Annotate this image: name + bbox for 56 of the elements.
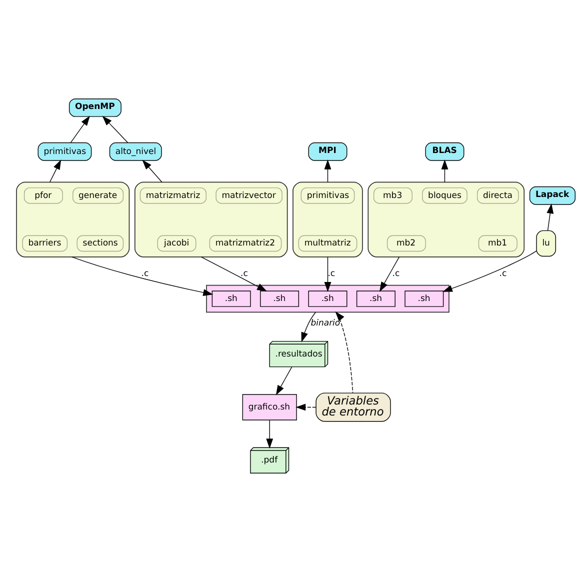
arrow	[266, 419, 274, 448]
arrow	[276, 366, 292, 395]
arrow	[200, 256, 267, 291]
node-box: sections	[76, 234, 124, 252]
arrow	[70, 115, 90, 143]
node-box: multmatriz	[298, 234, 358, 252]
node-box: mb1	[478, 234, 518, 252]
node-box: alto_nivel	[109, 142, 162, 160]
cluster	[292, 181, 363, 257]
node-box: barriers	[22, 234, 68, 252]
node-box: BLAS	[425, 142, 464, 160]
edge-label: .c	[328, 268, 336, 278]
arrow	[324, 159, 332, 182]
node-box: .sh	[308, 290, 348, 306]
node-box: generate	[72, 186, 124, 204]
node-box: MPI	[308, 142, 348, 160]
arrow	[102, 115, 128, 143]
node-box: Variables de entorno	[316, 392, 391, 422]
cluster	[16, 181, 130, 257]
node-box: OpenMP	[68, 98, 122, 116]
node-box: bloques	[422, 186, 468, 204]
node-box: matrizvector	[216, 186, 282, 204]
arrow	[324, 256, 332, 292]
cluster	[368, 181, 525, 257]
node-box: lu	[536, 230, 556, 256]
node-box: pfor	[24, 186, 63, 204]
arrow	[441, 159, 448, 182]
edge-label: .c	[392, 268, 400, 278]
arrow	[301, 311, 316, 342]
node-box: mb2	[386, 234, 426, 252]
edge-label: .c	[240, 268, 248, 278]
node-box: .sh	[212, 290, 251, 306]
node-box: mb3	[373, 186, 412, 204]
arrow	[49, 159, 62, 182]
edge-label: .c	[141, 268, 149, 278]
node-box: grafico.sh	[242, 394, 297, 420]
node-box: .sh	[404, 290, 444, 306]
node-box: matrizmatriz	[140, 186, 206, 204]
edge-label: binario	[310, 318, 340, 328]
node-box: primitivas	[300, 186, 355, 204]
arrow	[379, 256, 400, 292]
arrow	[71, 256, 214, 296]
node-box: .sh	[260, 290, 300, 306]
arrow	[296, 403, 316, 410]
arrow	[546, 203, 554, 230]
edge-label: .c	[499, 268, 507, 278]
node-box: .sh	[356, 290, 396, 306]
arrow	[442, 250, 537, 292]
node-box: matrizmatriz2	[209, 234, 282, 252]
node-box: primitivas	[38, 142, 92, 160]
node-box: directa	[476, 186, 519, 204]
node-box: Lapack	[529, 186, 576, 204]
arrow	[142, 159, 162, 182]
cluster	[134, 181, 288, 257]
node-box: jacobi	[157, 234, 196, 252]
arrow	[335, 310, 354, 393]
